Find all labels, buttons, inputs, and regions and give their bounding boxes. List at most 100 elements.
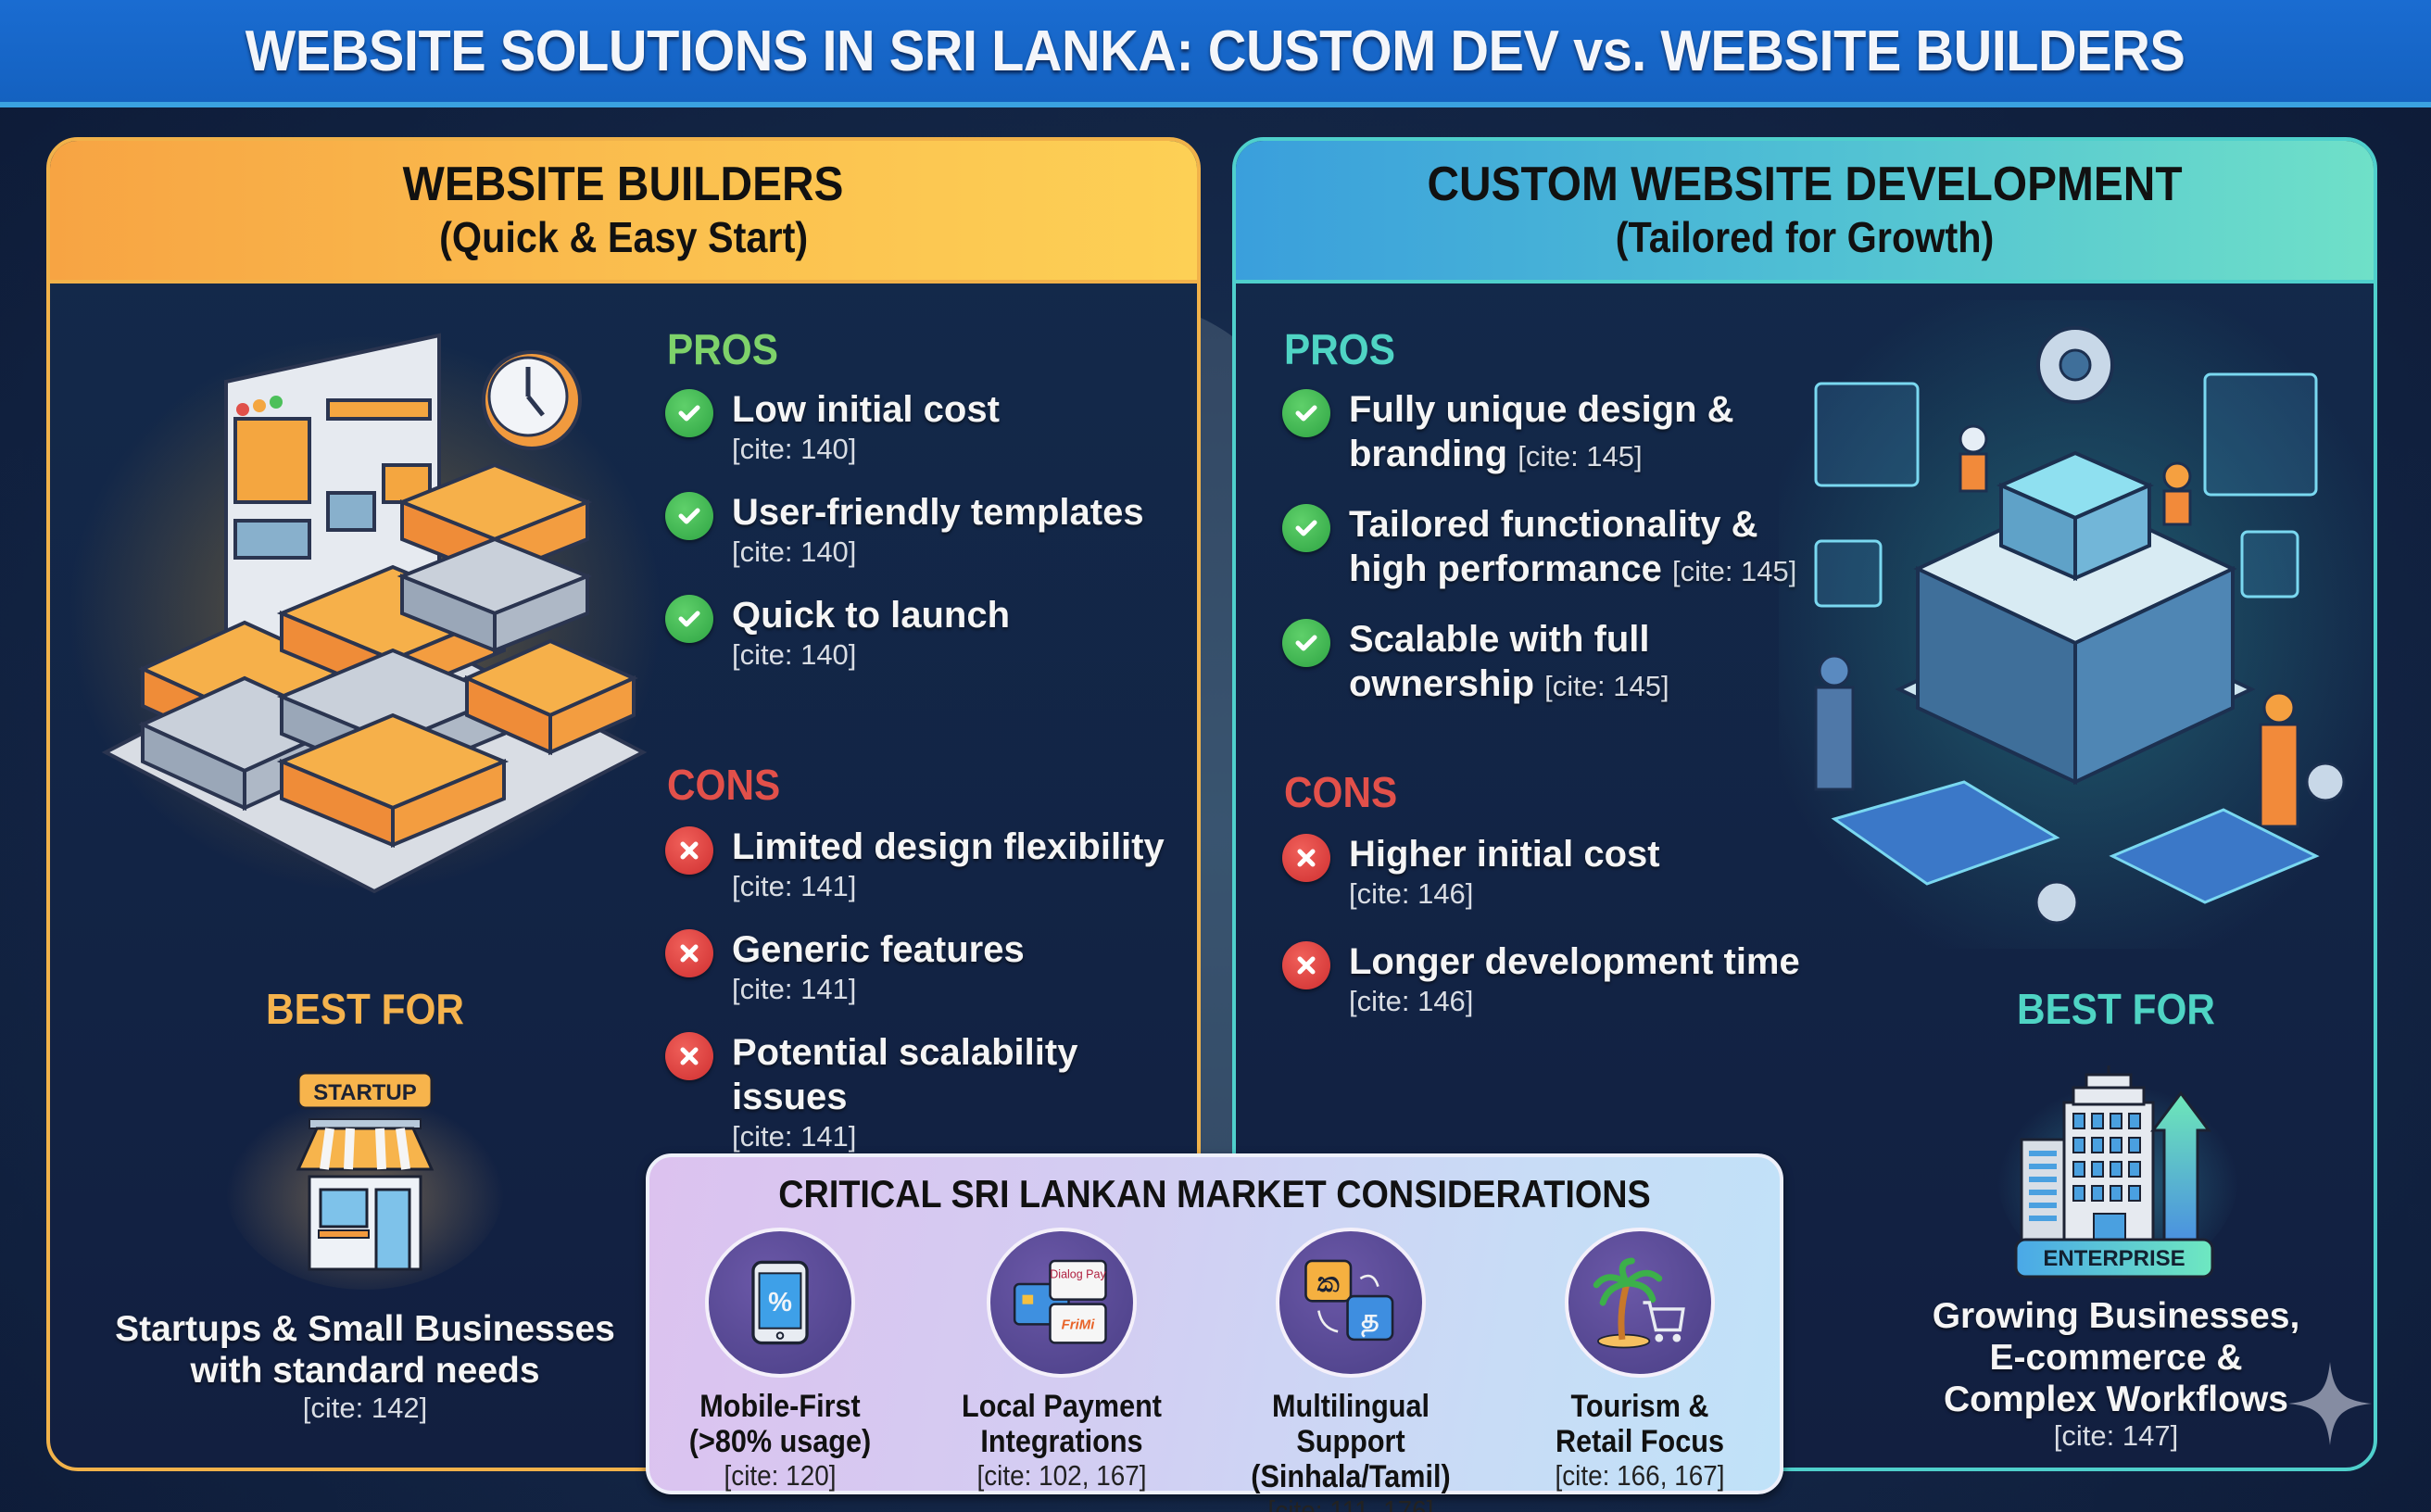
citation: [cite: 140] [732, 638, 857, 671]
svg-text:த: த [1361, 1304, 1379, 1338]
svg-text:Dialog Pay: Dialog Pay [1050, 1267, 1106, 1280]
citation: [cite: 166, 167] [1555, 1459, 1725, 1492]
citation: [cite: 141] [732, 973, 857, 1005]
builders-con-item: Potential scalability issues[cite: 141] [665, 1030, 1197, 1154]
market-title: CRITICAL SRI LANKAN MARKET CONSIDERATION… [778, 1172, 1651, 1216]
market-considerations-panel: CRITICAL SRI LANKAN MARKET CONSIDERATION… [646, 1153, 1783, 1512]
custom-header: CUSTOM WEBSITE DEVELOPMENT (Tailored for… [1236, 141, 2374, 284]
check-icon [665, 389, 713, 437]
title-bar: WEBSITE SOLUTIONS IN SRI LANKA: CUSTOM D… [0, 0, 2431, 107]
best-for-line: E-commerce & [1989, 1338, 2243, 1378]
builders-header: WEBSITE BUILDERS (Quick & Easy Start) [50, 141, 1197, 284]
market-item-tourism: Tourism &Retail Focus [cite: 166, 167] [1505, 1228, 1774, 1493]
citation: [cite: 120] [724, 1459, 837, 1492]
market-item-label: Tourism &Retail Focus [1556, 1389, 1724, 1459]
builders-pro-item: Low initial cost[cite: 140] [665, 387, 1000, 467]
svg-text:ක: ක [1317, 1266, 1340, 1298]
page-title: WEBSITE SOLUTIONS IN SRI LANKA: CUSTOM D… [246, 19, 2185, 83]
x-icon [665, 826, 713, 875]
svg-text:FriMi: FriMi [1062, 1317, 1096, 1332]
builders-cons-label: CONS [667, 761, 781, 809]
server-stack-illustration-icon [69, 333, 661, 894]
citation: [cite: 140] [732, 433, 857, 465]
builders-pro-item: Quick to launch[cite: 140] [665, 593, 1010, 673]
pro-text: Fully unique design & [1349, 389, 1734, 430]
citation: [cite: 140] [732, 536, 857, 568]
builders-con-item: Limited design flexibility[cite: 141] [665, 825, 1165, 904]
x-icon [1282, 941, 1330, 989]
custom-con-item: Longer development time[cite: 146] [1282, 939, 1800, 1019]
citation: [cite: 146] [1349, 985, 1474, 1017]
custom-pros-label: PROS [1284, 325, 1395, 373]
check-icon [665, 492, 713, 540]
builders-best-for-label: BEST FOR [266, 985, 464, 1033]
pro-text: Quick to launch [732, 595, 1011, 636]
startup-badge-text: STARTUP [313, 1080, 417, 1105]
pro-text: User-friendly templates [732, 492, 1144, 533]
builders-pro-item: User-friendly templates[cite: 140] [665, 490, 1144, 570]
citation: [cite: 145] [1544, 670, 1669, 702]
enterprise-badge-text: ENTERPRISE [2043, 1246, 2185, 1271]
storefront-icon: STARTUP [226, 1071, 504, 1290]
x-icon [665, 929, 713, 977]
citation: [cite: 146] [1349, 877, 1474, 910]
svg-text:%: % [768, 1288, 792, 1317]
builders-con-item: Generic features[cite: 141] [665, 927, 1025, 1007]
custom-subtitle: (Tailored for Growth) [1615, 213, 1995, 261]
builders-best-for-cite: [cite: 142] [302, 1392, 428, 1424]
best-for-line: Complex Workflows [1943, 1380, 2288, 1419]
citation: [cite: 145] [1518, 440, 1643, 472]
custom-cons-label: CONS [1284, 768, 1398, 816]
enterprise-building-icon: ENTERPRISE [1997, 1065, 2238, 1279]
con-text: Potential scalability issues [732, 1032, 1078, 1117]
builders-best-for-desc: Startups & Small Businesses with standar… [50, 1308, 680, 1392]
custom-con-item: Higher initial cost[cite: 146] [1282, 832, 1660, 912]
check-icon [1282, 504, 1330, 552]
citation: [cite: 145] [1671, 555, 1797, 587]
custom-best-for-label: BEST FOR [2017, 985, 2215, 1033]
best-for-line: Growing Businesses, [1932, 1296, 2300, 1336]
custom-title: CUSTOM WEBSITE DEVELOPMENT [1427, 158, 2183, 211]
smartphone-percent-icon: % [705, 1228, 855, 1378]
payment-card-icon: Dialog Pay FriMi [987, 1228, 1137, 1378]
citation: [cite: 141] [732, 870, 857, 902]
custom-best-for-cite: [cite: 147] [2053, 1419, 2179, 1452]
custom-best-for-desc: Growing Businesses, E-commerce & Complex… [1838, 1295, 2374, 1420]
pro-text: high performance [1349, 548, 1662, 589]
citation: [cite: 102, 167] [976, 1459, 1147, 1492]
pro-text: Scalable with full [1349, 619, 1650, 660]
custom-development-card: CUSTOM WEBSITE DEVELOPMENT (Tailored for… [1232, 137, 2377, 1471]
construction-team-illustration-icon [1779, 300, 2372, 949]
best-for-line: with standard needs [190, 1351, 540, 1391]
sparkle-icon [2288, 1362, 2372, 1445]
con-text: Limited design flexibility [732, 826, 1165, 867]
x-icon [1282, 834, 1330, 882]
con-text: Generic features [732, 929, 1025, 970]
check-icon [1282, 389, 1330, 437]
market-item-multilingual: ක த Multilingual Support(Sinhala/Tamil) … [1216, 1228, 1485, 1512]
builders-title: WEBSITE BUILDERS [403, 158, 844, 211]
x-icon [665, 1032, 713, 1080]
pro-text: ownership [1349, 663, 1535, 704]
check-icon [665, 595, 713, 643]
market-item-label: Multilingual Support(Sinhala/Tamil) [1251, 1389, 1451, 1494]
market-item-label: Mobile-First(>80% usage) [688, 1389, 872, 1459]
con-text: Longer development time [1349, 941, 1800, 982]
pro-text: Tailored functionality & [1349, 504, 1758, 545]
pro-text: Low initial cost [732, 389, 1000, 430]
con-text: Higher initial cost [1349, 834, 1660, 875]
check-icon [1282, 619, 1330, 667]
builders-subtitle: (Quick & Easy Start) [438, 213, 809, 261]
builders-pros-label: PROS [667, 325, 778, 373]
translate-bubbles-icon: ක த [1276, 1228, 1426, 1378]
palm-cart-icon [1565, 1228, 1715, 1378]
pro-text: branding [1349, 434, 1508, 474]
citation: [cite: 141] [732, 1120, 857, 1153]
best-for-line: Startups & Small Businesses [115, 1309, 615, 1349]
custom-pro-item: Fully unique design &branding [cite: 145… [1282, 387, 1734, 479]
citation: [cite: 111, 176] [1267, 1494, 1434, 1512]
market-item-mobile: % Mobile-First(>80% usage) [cite: 120] [646, 1228, 914, 1493]
